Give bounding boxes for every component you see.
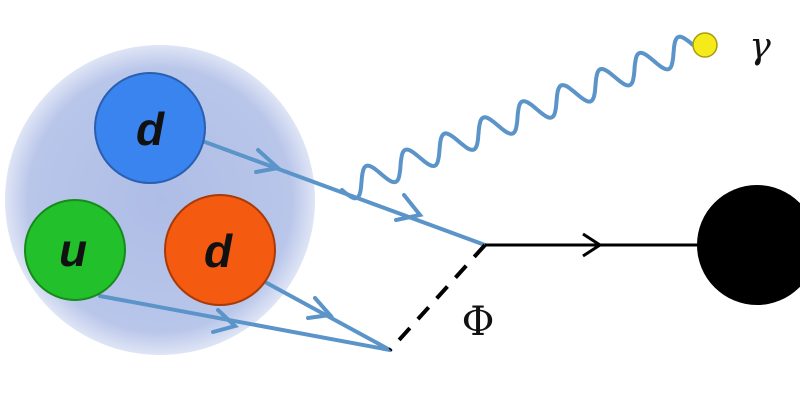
u-quark-label: u: [59, 224, 87, 276]
gamma-label: γ: [749, 26, 771, 67]
arrow-icon: [254, 148, 283, 174]
d-quark: [94, 72, 206, 184]
arrow-icon: [211, 308, 239, 334]
arrow-icon: [582, 232, 603, 258]
scalar-dashed-line: [388, 243, 487, 352]
arrow-icon: [394, 193, 424, 222]
photon-dot: [692, 32, 718, 58]
u-quark-line: [98, 294, 392, 352]
d-quark-label: d: [136, 103, 165, 155]
arrow-icon: [306, 296, 334, 320]
final-state-blob: [697, 185, 800, 305]
phi-label: Φ: [462, 299, 495, 345]
d-quark-2-label: d: [204, 225, 233, 277]
d-quark-2: [164, 194, 276, 306]
u-quark: [24, 199, 126, 301]
photon-wavy-line: [340, 34, 695, 201]
